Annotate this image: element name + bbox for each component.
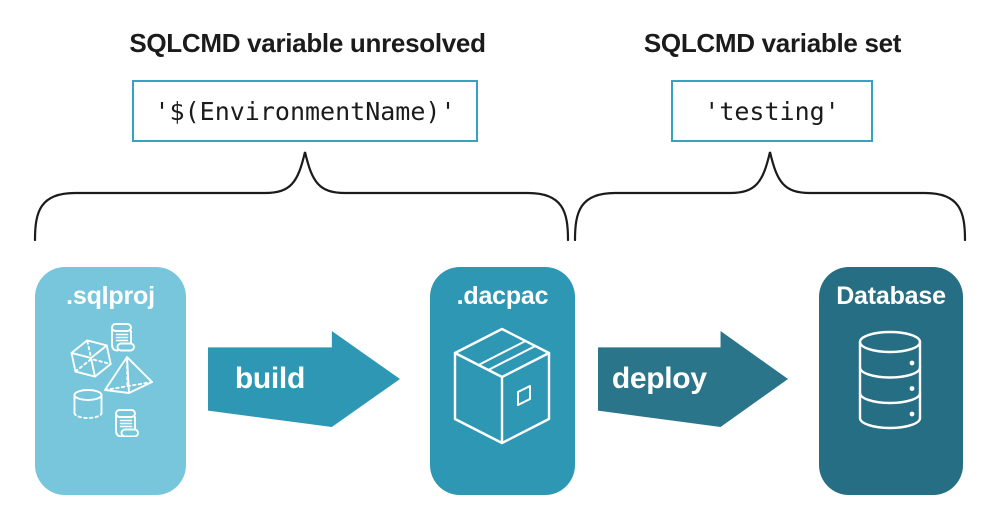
unresolved-variable-value: '$(EnvironmentName)' <box>154 96 456 126</box>
right-heading: SQLCMD variable set <box>643 28 902 58</box>
right-code-box: 'testing' <box>671 80 873 142</box>
right-brace-icon <box>573 151 967 242</box>
left-brace-icon <box>33 151 570 242</box>
stage-database: Database <box>819 267 963 495</box>
deploy-arrow-label: deploy <box>611 362 707 395</box>
package-icon <box>453 327 551 445</box>
stage-database-label: Database <box>836 282 946 310</box>
stage-sqlproj: .sqlproj <box>35 267 186 495</box>
scroll-icon <box>111 323 135 352</box>
left-heading: SQLCMD variable unresolved <box>129 28 486 58</box>
cube-icon <box>70 339 112 378</box>
stage-dacpac: .dacpac <box>430 267 575 495</box>
scroll-icon <box>115 409 139 437</box>
build-arrow-label: build <box>234 362 305 395</box>
resolved-variable-value: 'testing' <box>704 96 840 126</box>
stage-dacpac-label: .dacpac <box>456 282 549 310</box>
database-icon <box>858 330 922 430</box>
pyramid-icon <box>104 356 153 394</box>
deploy-arrow: deploy <box>598 331 788 427</box>
left-code-box: '$(EnvironmentName)' <box>132 80 478 142</box>
stage-sqlproj-label: .sqlproj <box>66 282 155 310</box>
cylinder-icon <box>73 389 103 419</box>
build-arrow: build <box>208 331 400 427</box>
sql-objects-icon <box>70 323 153 437</box>
